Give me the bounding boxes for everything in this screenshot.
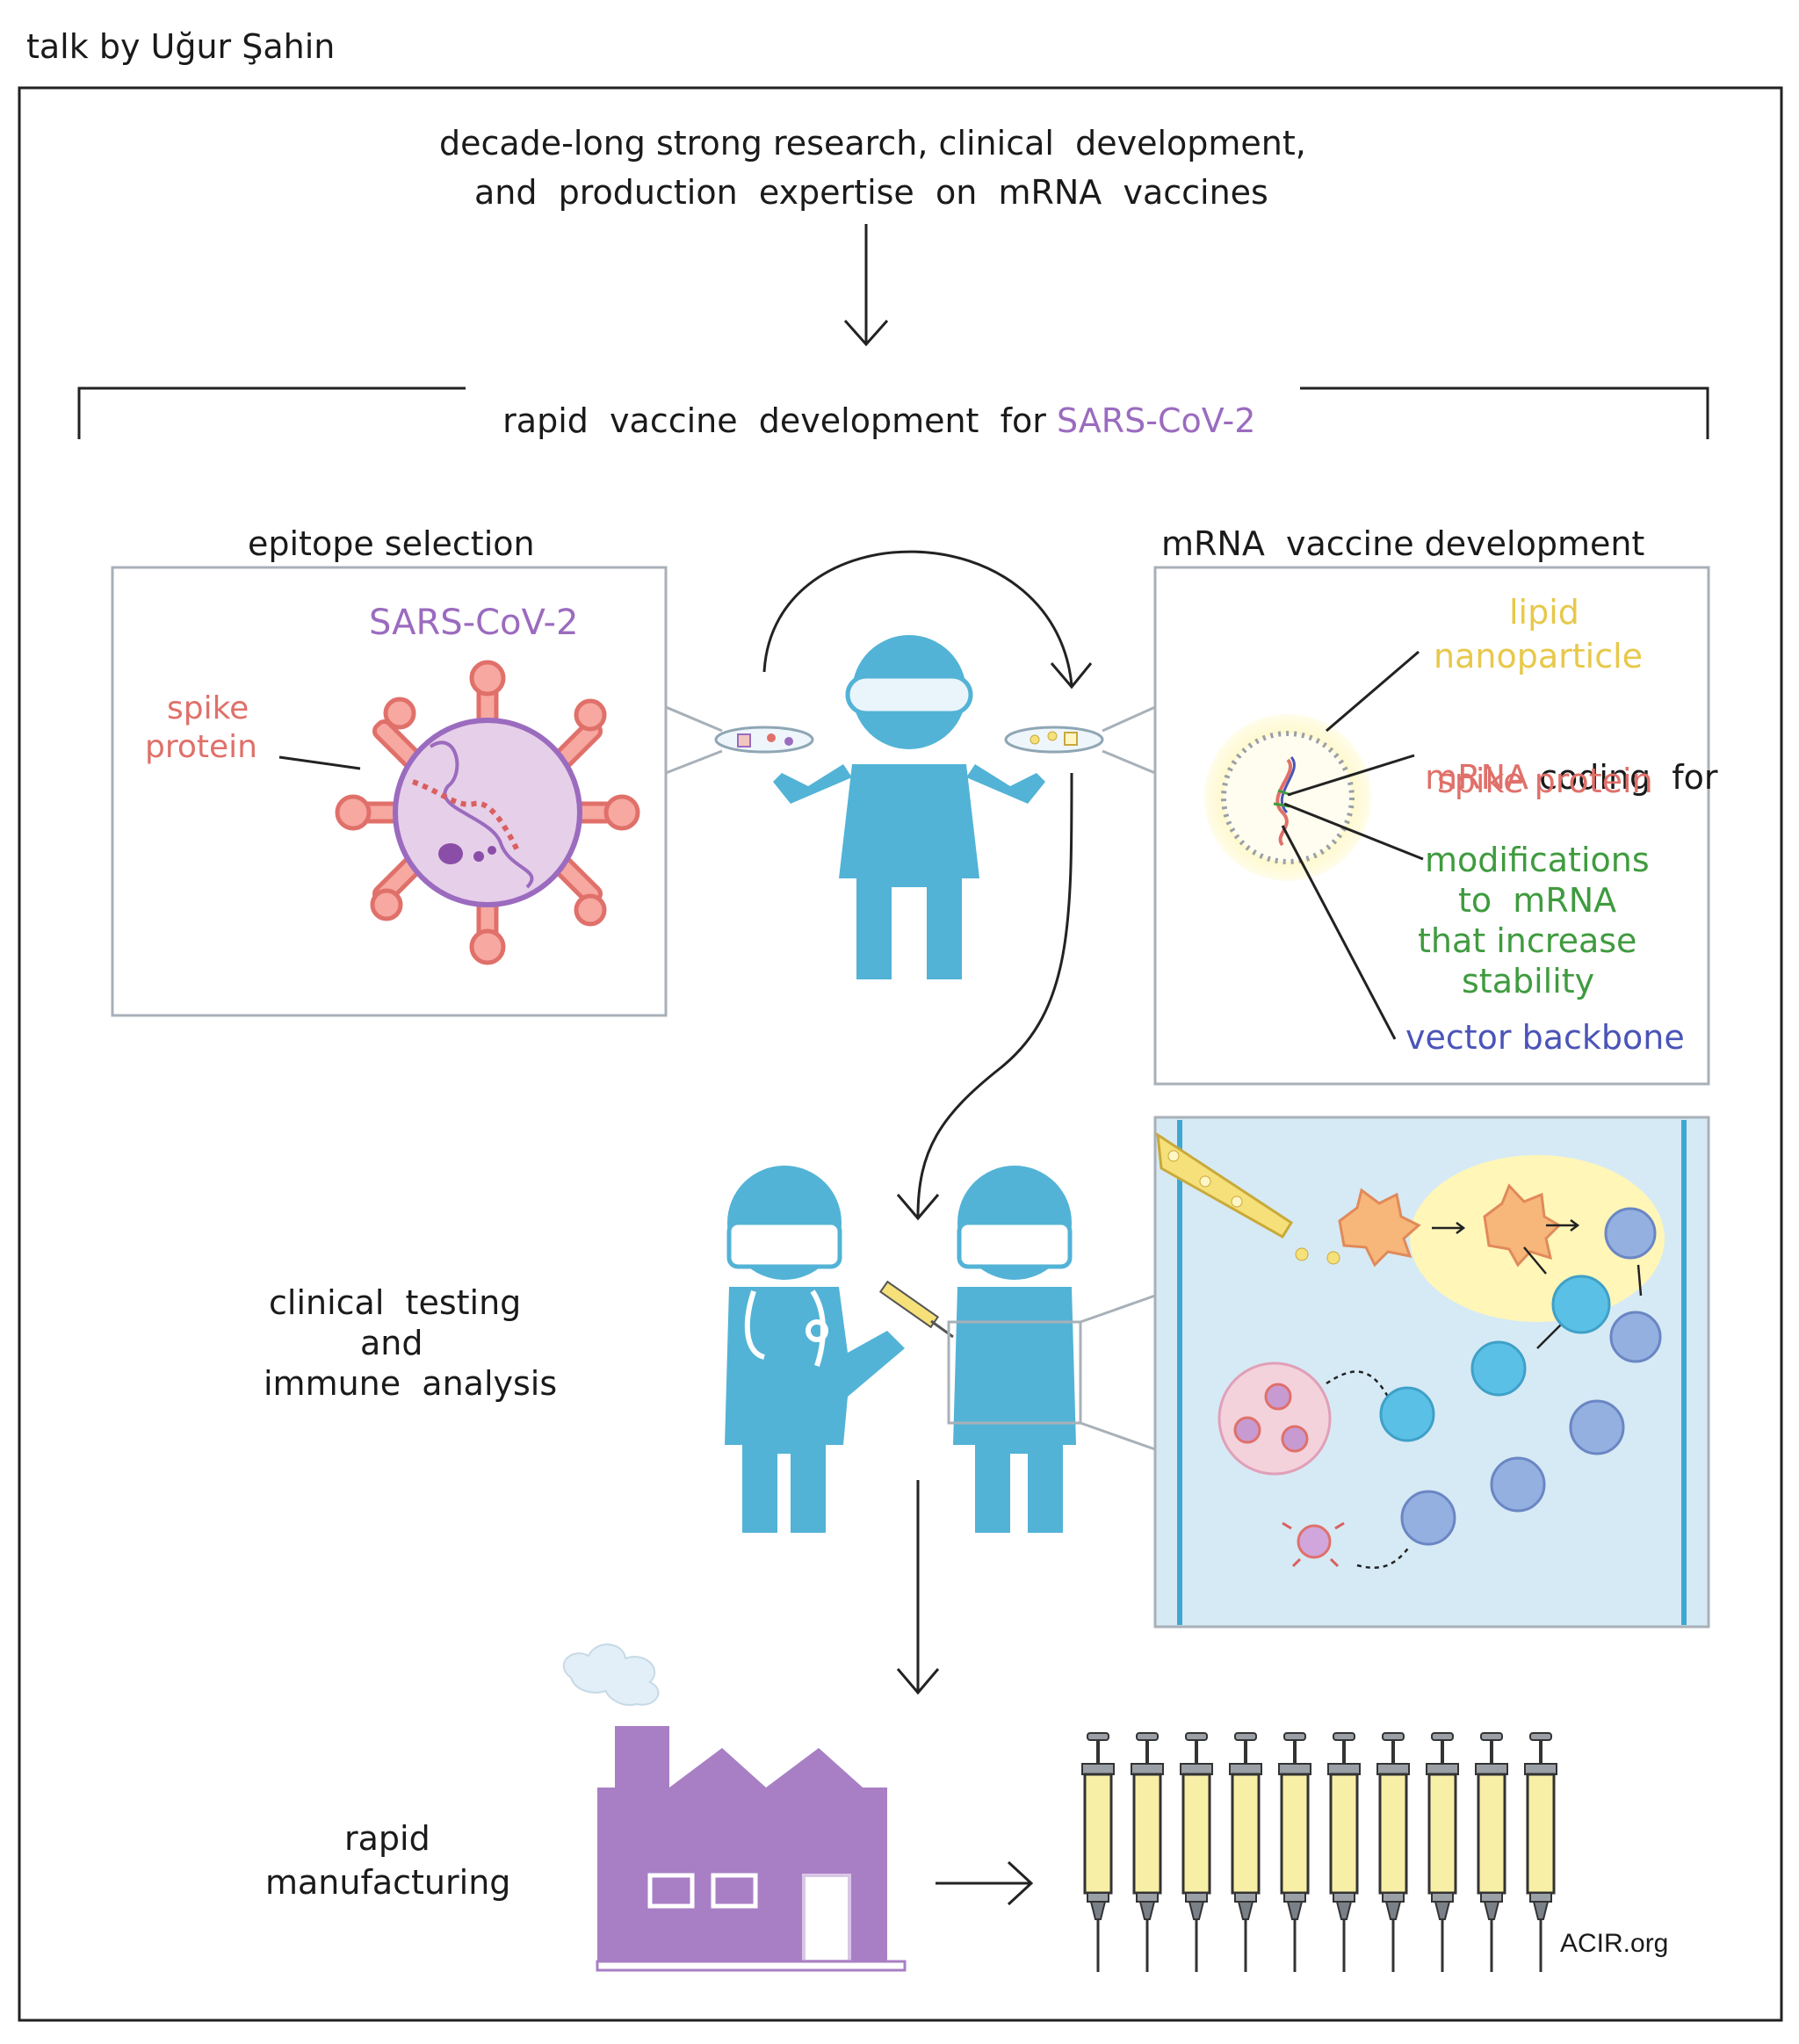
vector-backbone-label: vector backbone [1405,1018,1685,1057]
clinical-line-1: clinical testing [269,1283,522,1322]
modifications-line-3: that increase [1418,921,1637,960]
syringe-icon [1327,1732,1361,1972]
outer-frame [18,86,1783,2022]
factory-to-syringes-arrow [936,1860,1034,1906]
spike-protein-label: spike protein [1437,762,1653,800]
spike-pointer-line [278,755,361,770]
credit-label: ACIR.org [1560,1929,1669,1958]
syringe-icon [1229,1732,1262,1972]
immune-flow-arrows [1326,1219,1643,1570]
bracket-label-prefix: rapid vaccine development for [502,401,1057,440]
mrna-heading: mRNA vaccine development [1161,524,1645,563]
clinical-to-manufacturing-arrow [896,1480,940,1695]
spike-label-1: spike [167,690,249,726]
doctor-icon [725,1166,905,1533]
author-line: talk by Uğur Şahin [26,27,336,66]
mrna-coding-label: mRNA coding for [1404,720,1718,797]
bracket-label: rapid vaccine development for SARS-CoV-2 [481,364,1255,440]
syringe-small-icon [878,1280,954,1339]
intro-line-2: and production expertise on mRNA vaccine… [474,173,1268,212]
syringe-icon [1376,1732,1410,1972]
mrna-pointer-lines [1281,650,1424,1040]
bracket-label-sars: SARS-CoV-2 [1056,401,1256,440]
zoom-lines-immune [1080,1294,1156,1451]
modifications-line-2: to mRNA [1458,881,1617,920]
modifications-line-1: modifications [1425,841,1650,879]
intro-down-arrow [843,224,889,347]
petri-dish-left [714,726,814,754]
zoom-lines-right [1102,705,1156,775]
epitope-heading: epitope selection [248,524,535,563]
petri-dish-right [1004,726,1104,754]
syringe-icon [1475,1732,1508,1972]
coding-for: coding for [1528,757,1718,797]
syringe-row [1081,1732,1557,1972]
syringe-icon [1081,1732,1115,1972]
syringe-icon [1426,1732,1459,1972]
lipid-nanoparticle-icon [1204,714,1371,881]
antibody-virus-icon [1282,1521,1345,1568]
syringe-icon [1131,1732,1164,1972]
patient-icon [953,1166,1076,1533]
syringe-icon [1278,1732,1311,1972]
curved-arrow-icon [762,550,1093,690]
virus-icon [335,660,640,965]
researcher-to-clinical-arrow [896,772,1073,1221]
clinical-line-2: and [360,1324,423,1362]
spike-label-2: protein [145,729,257,765]
zoom-lines-left [665,705,723,775]
virus-label: SARS-CoV-2 [369,603,579,643]
factory-icon [562,1643,907,1972]
pipette-icon [1156,1132,1340,1265]
modifications-line-4: stability [1462,962,1595,1000]
researcher-icon [773,635,1045,979]
syringe-icon [1180,1732,1213,1972]
manufacturing-line-1: rapid [344,1819,430,1858]
clinical-line-3: immune analysis [264,1364,558,1403]
development-bracket [77,386,1709,439]
immune-cells [1379,1207,1662,1546]
manufacturing-line-2: manufacturing [265,1863,511,1902]
syringe-icon [1524,1732,1557,1972]
patient-zoom-box [947,1320,1082,1425]
lipid-label-2: nanoparticle [1434,637,1644,675]
dendritic-cell-icon [1338,1183,1562,1268]
intro-line-1: decade-long strong research, clinical de… [439,124,1306,163]
infected-cell-icon [1217,1361,1332,1476]
lipid-label-1: lipid [1509,593,1579,632]
mrna-word: mRNA [1425,757,1529,797]
